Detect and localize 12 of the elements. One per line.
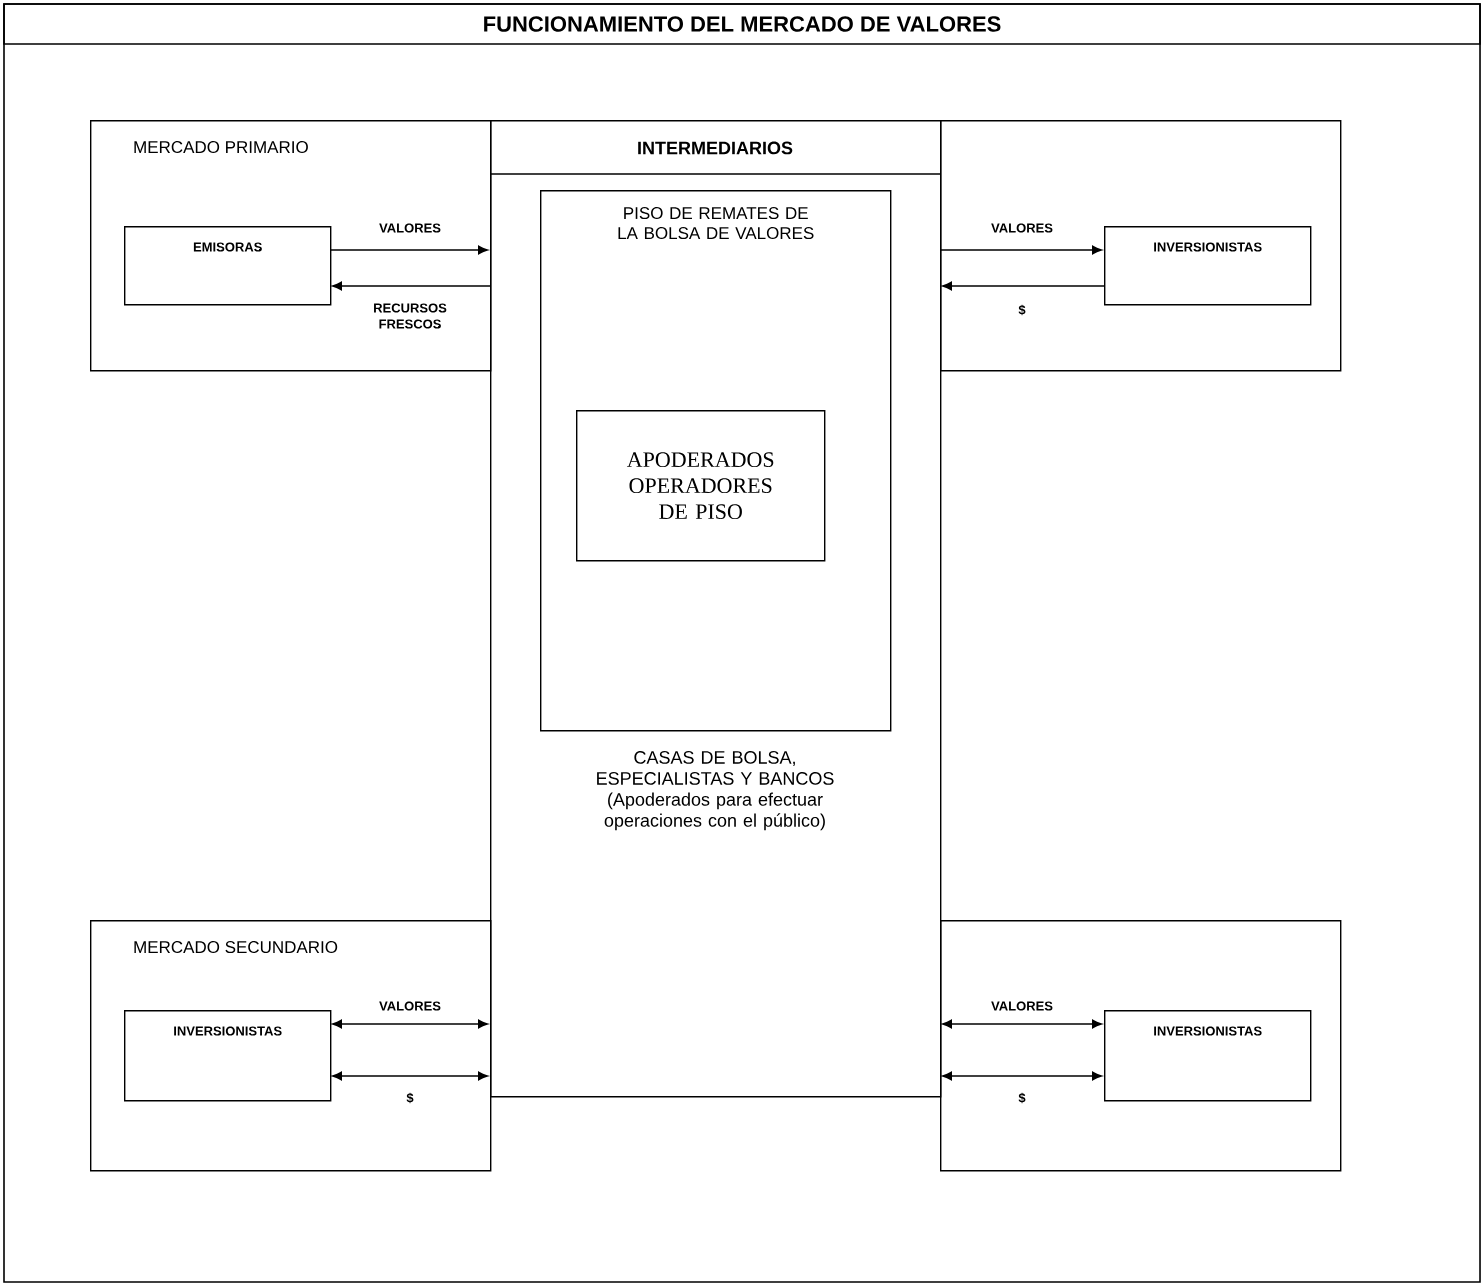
arrow	[329, 245, 488, 255]
market-box	[940, 920, 1342, 1172]
arrow	[332, 1019, 488, 1029]
title-band: FUNCIONAMIENTO DEL MERCADO DE VALORES	[3, 3, 1481, 45]
operators-box: APODERADOS OPERADORES DE PISO	[576, 410, 826, 562]
arrow	[332, 281, 491, 291]
market-box	[940, 120, 1342, 372]
arrow	[942, 281, 1105, 291]
arrow	[939, 245, 1102, 255]
arrow	[942, 1019, 1102, 1029]
arrow	[942, 1071, 1102, 1081]
arrow	[332, 1071, 488, 1081]
